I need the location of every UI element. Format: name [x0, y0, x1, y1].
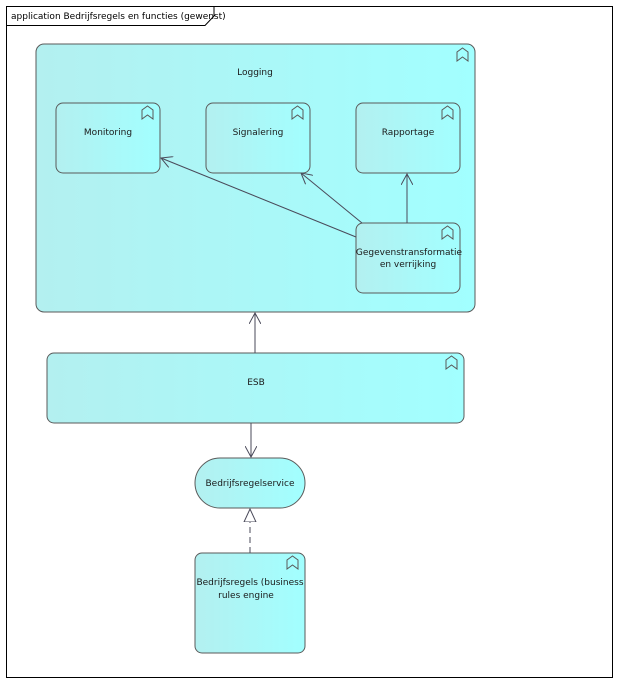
rapportage-label: Rapportage — [382, 128, 435, 138]
rapportage-function[interactable]: Rapportage — [355, 102, 461, 174]
gegevenstransformatie-function[interactable]: Gegevenstransformatie en verrijking — [355, 222, 463, 294]
esb-label: ESB — [247, 378, 265, 388]
relation-gegevens-to-signalering[interactable] — [301, 173, 363, 224]
relation-gegevens-to-monitoring[interactable] — [161, 158, 357, 238]
bedrijfsregels-label-line2: rules engine — [218, 591, 274, 601]
bedrijfsregels-label-line1: Bedrijfsregels (business — [196, 578, 303, 588]
signalering-label: Signalering — [233, 128, 284, 138]
monitoring-function[interactable]: Monitoring — [55, 102, 161, 174]
relations — [161, 158, 407, 553]
signalering-function[interactable]: Signalering — [205, 102, 311, 174]
gegevenstransformatie-label-line1: Gegevenstransformatie — [356, 248, 463, 258]
gegevenstransformatie-label-line2: en verrijking — [380, 260, 436, 270]
bedrijfsregels-function[interactable]: Bedrijfsregels (business rules engine — [194, 552, 306, 654]
frame-title: application Bedrijfsregels en functies (… — [11, 12, 226, 22]
logging-label: Logging — [237, 68, 273, 78]
bedrijfsregelservice-label: Bedrijfsregelservice — [205, 479, 294, 489]
bedrijfsregelservice-service[interactable]: Bedrijfsregelservice — [194, 457, 306, 509]
esb-function[interactable]: ESB — [46, 352, 465, 424]
monitoring-label: Monitoring — [84, 128, 132, 138]
